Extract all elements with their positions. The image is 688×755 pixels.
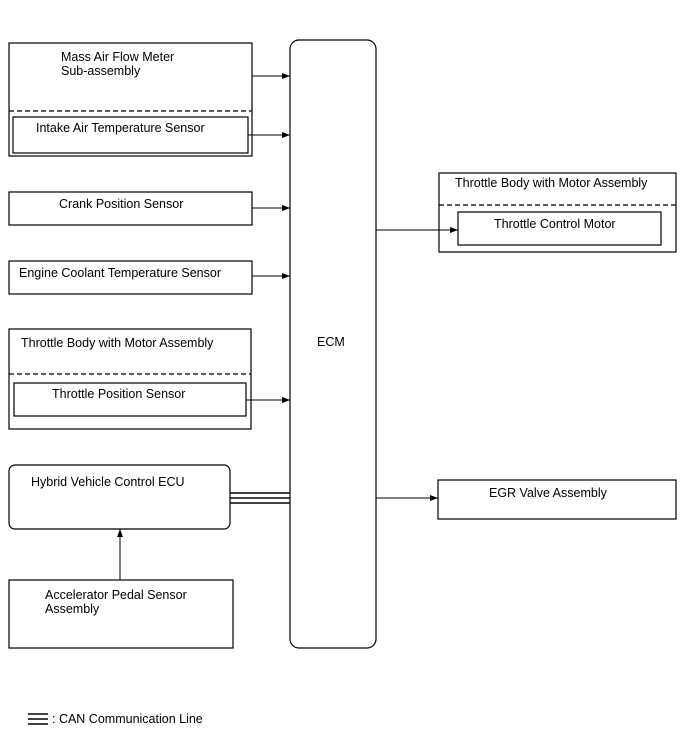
legend: : CAN Communication Line	[28, 712, 203, 726]
accelerator-pedal-sensor-box: Accelerator Pedal Sensor Assembly	[8, 579, 234, 649]
tb-left-title: Throttle Body with Motor Assembly	[21, 336, 214, 350]
crank-position-sensor-box: Crank Position Sensor	[8, 191, 253, 226]
crank-label: Crank Position Sensor	[59, 197, 183, 211]
hybrid-vehicle-control-ecu-box: Hybrid Vehicle Control ECU	[8, 464, 231, 530]
engine-coolant-temperature-sensor-box: Engine Coolant Temperature Sensor	[8, 260, 253, 295]
can-line-legend-icon	[28, 713, 48, 725]
tps-label: Throttle Position Sensor	[52, 387, 185, 401]
intake-air-temperature-sensor-box	[12, 116, 249, 154]
hv-ecu-label: Hybrid Vehicle Control ECU	[31, 475, 185, 489]
ecm-box: ECM	[289, 39, 377, 649]
maf-title-line1: Mass Air Flow Meter	[61, 50, 174, 64]
egr-valve-assembly-box: EGR Valve Assembly	[437, 479, 677, 520]
tb-right-title: Throttle Body with Motor Assembly	[455, 176, 648, 190]
can-lines-hv-ecu-ecm	[230, 492, 290, 504]
throttle-control-motor-box	[457, 211, 662, 246]
ect-label: Engine Coolant Temperature Sensor	[19, 266, 221, 280]
throttle-position-sensor-box	[13, 382, 247, 417]
can-legend-label: : CAN Communication Line	[52, 712, 203, 726]
apps-label-line2: Assembly	[45, 602, 100, 616]
throttle-body-left-box: Throttle Body with Motor Assembly Thrott…	[8, 328, 252, 430]
throttle-body-right-box: Throttle Body with Motor Assembly Thrott…	[438, 172, 677, 253]
ecm-label: ECM	[317, 335, 345, 349]
tcm-label: Throttle Control Motor	[494, 217, 616, 231]
maf-title-line2: Sub-assembly	[61, 64, 141, 78]
egr-label: EGR Valve Assembly	[489, 486, 608, 500]
apps-label-line1: Accelerator Pedal Sensor	[45, 588, 187, 602]
iat-label: Intake Air Temperature Sensor	[36, 121, 205, 135]
mass-air-flow-meter-box: Mass Air Flow Meter Sub-assembly Intake …	[8, 42, 253, 157]
